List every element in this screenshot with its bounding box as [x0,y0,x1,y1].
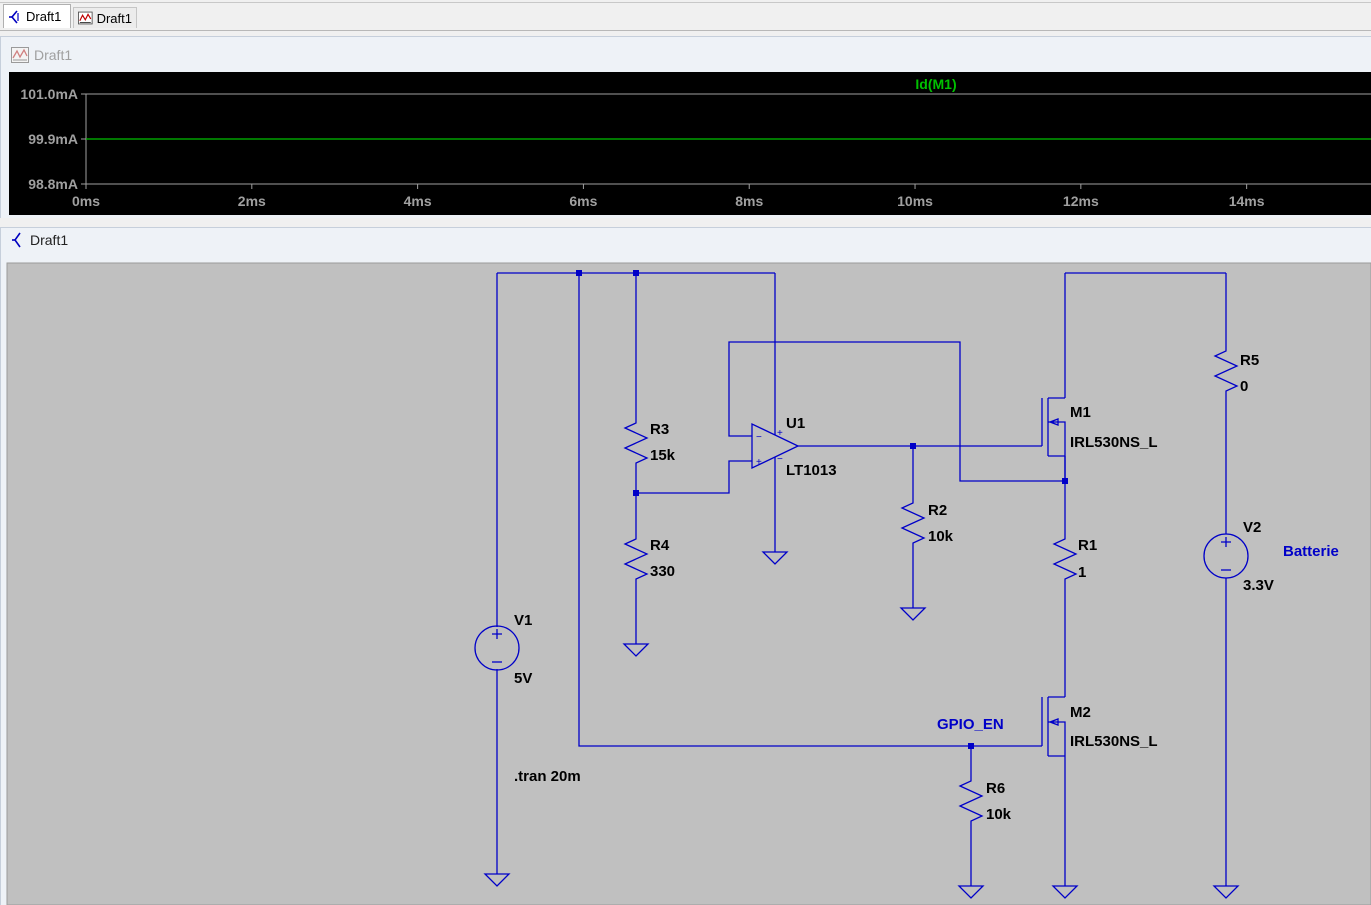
resistor-r2[interactable] [900,498,926,548]
x-tick-label: 12ms [1063,193,1099,209]
x-tick-label: 6ms [569,193,597,209]
ground-icon [899,607,927,621]
plot-background [9,72,1371,215]
document-tab-bar: Draft1 Draft1 [0,0,1371,31]
ground-icon [761,551,789,565]
waveform-icon [78,11,93,25]
r5-name[interactable]: R5 [1240,352,1259,369]
trace-label[interactable]: Id(M1) [915,76,956,92]
ground-icon [483,873,511,887]
junction-dot [910,443,916,449]
voltage-source-v1[interactable] [474,625,520,671]
r1-name[interactable]: R1 [1078,537,1097,554]
resistor-r3[interactable] [623,418,649,468]
x-tick-label: 10ms [897,193,933,209]
spice-directive[interactable]: .tran 20m [514,768,581,785]
u1-value[interactable]: LT1013 [786,462,837,479]
schematic-icon [12,232,21,248]
mosfet-m2[interactable] [1041,696,1066,757]
r5-value[interactable]: 0 [1240,378,1248,395]
v2-value[interactable]: 3.3V [1243,577,1274,594]
ground-icon [622,643,650,657]
v2-name[interactable]: V2 [1243,519,1261,536]
r1-value[interactable]: 1 [1078,564,1086,581]
x-tick-label: 4ms [404,193,432,209]
x-tick-label: 2ms [238,193,266,209]
x-tick-label: 14ms [1229,193,1265,209]
m1-value[interactable]: IRL530NS_L [1070,434,1158,451]
r3-name[interactable]: R3 [650,421,669,438]
u1-name[interactable]: U1 [786,415,805,432]
tab-label: Draft1 [26,9,62,24]
v1-value[interactable]: 5V [514,670,532,687]
schematic-window: Draft1 [0,227,1371,905]
plus-icon [1221,537,1231,547]
r2-value[interactable]: 10k [928,528,954,545]
opamp-supply-minus-sign: − [777,454,783,465]
r6-value[interactable]: 10k [986,806,1012,823]
resistor-r6[interactable] [958,776,984,826]
r6-name[interactable]: R6 [986,780,1005,797]
wire[interactable] [728,341,1065,482]
mosfet-m1[interactable] [1041,397,1066,481]
m1-name[interactable]: M1 [1070,404,1091,421]
ground-icon [1212,885,1240,899]
tab-label: Draft1 [96,10,132,26]
waveform-window-title: Draft1 [11,45,72,65]
opamp-minus-sign: − [756,432,762,443]
tab-schematic-draft1[interactable]: Draft1 [3,4,71,28]
junction-dot [1062,478,1068,484]
ground-icon [957,885,985,899]
x-tick-label: 8ms [735,193,763,209]
schematic-canvas[interactable]: − + + − R3 15k R4 330 U1 LT1013 R2 10k M… [0,227,1371,905]
junction-dot [968,743,974,749]
tabbar-divider [0,2,1371,3]
junction-dot [576,270,582,276]
r2-name[interactable]: R2 [928,502,947,519]
junction-dot [633,270,639,276]
schematic-icon [9,9,19,24]
ground-icon [1051,885,1079,899]
net-label-gpio-en[interactable]: GPIO_EN [937,716,1004,733]
voltage-source-v2[interactable] [1203,533,1249,579]
net-label-batterie[interactable]: Batterie [1283,543,1339,560]
r4-value[interactable]: 330 [650,563,675,580]
x-tick-label: 0ms [72,193,100,209]
resistor-r1[interactable] [1052,534,1078,584]
y-tick-label: 101.0mA [20,86,78,102]
r3-value[interactable]: 15k [650,447,676,464]
waveform-icon [11,47,29,63]
y-tick-label: 99.9mA [28,131,78,147]
schematic-window-title: Draft1 [11,230,68,250]
r4-name[interactable]: R4 [650,537,670,554]
junction-dot [633,490,639,496]
resistor-r5[interactable] [1213,346,1239,398]
schematic-background [6,262,1371,905]
y-tick-label: 98.8mA [28,176,78,192]
opamp-plus-sign: + [756,457,762,468]
v1-name[interactable]: V1 [514,612,532,629]
wire[interactable] [636,460,752,494]
resistor-r4[interactable] [623,534,649,585]
tab-waveform-draft1[interactable]: Draft1 [73,7,137,28]
m2-value[interactable]: IRL530NS_L [1070,733,1158,750]
plus-icon [492,629,502,639]
opamp-supply-plus-sign: + [777,428,783,439]
wire[interactable] [578,273,1042,747]
m2-name[interactable]: M2 [1070,704,1091,721]
